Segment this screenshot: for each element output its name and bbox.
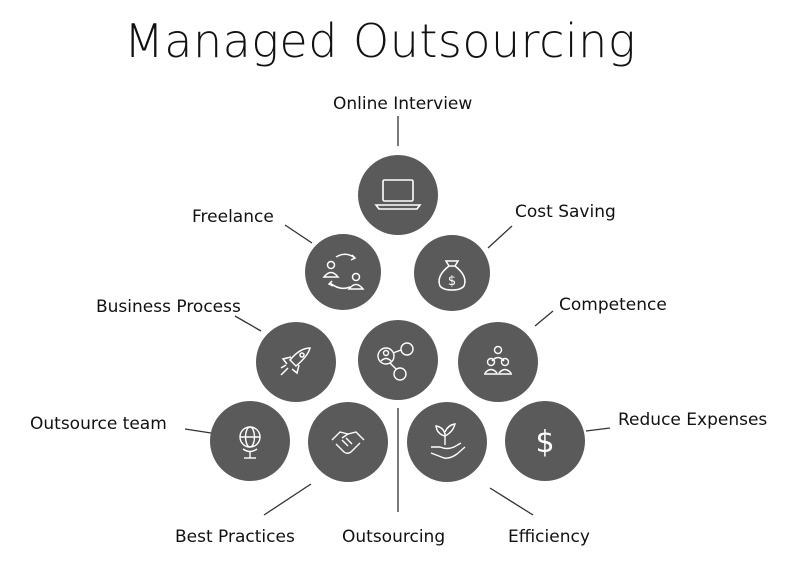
exchange-people-icon xyxy=(322,253,365,290)
label-cost-saving: Cost Saving xyxy=(515,202,616,222)
label-outsource-team: Outsource team xyxy=(30,414,167,434)
node-freelance xyxy=(305,234,381,310)
svg-text:$: $ xyxy=(535,425,554,460)
handshake-icon xyxy=(331,431,365,454)
label-freelance: Freelance xyxy=(192,207,274,227)
node-outsource-team xyxy=(210,401,290,481)
node-outsourcing-hub xyxy=(358,320,438,400)
label-competence: Competence xyxy=(559,295,667,315)
dollar-icon: $ xyxy=(535,425,554,460)
label-online-interview: Online Interview xyxy=(333,94,473,114)
connector-lines xyxy=(184,116,611,516)
node-best-practices xyxy=(308,402,388,482)
node-efficiency xyxy=(407,402,487,482)
globe-icon xyxy=(239,426,261,459)
node-online-interview xyxy=(358,155,438,235)
node-cost-saving: $ xyxy=(414,235,490,311)
money-bag-icon: $ xyxy=(438,260,466,291)
plant-hand-icon xyxy=(430,423,466,459)
label-efficiency: Efficiency xyxy=(508,527,590,547)
label-best-practices: Best Practices xyxy=(175,527,295,547)
node-business-process xyxy=(256,322,336,402)
label-outsourcing: Outsourcing xyxy=(342,527,446,547)
node-reduce-expenses: $ xyxy=(505,401,585,481)
svg-text:$: $ xyxy=(448,274,456,289)
label-business-process: Business Process xyxy=(96,297,241,317)
node-competence xyxy=(458,322,538,402)
team-icon xyxy=(484,345,512,375)
label-reduce-expenses: Reduce Expenses xyxy=(618,410,768,430)
rocket-icon xyxy=(280,347,311,376)
diagram-title: Managed Outsourcing xyxy=(124,14,636,68)
network-people-icon xyxy=(377,342,414,381)
laptop-icon xyxy=(374,179,422,210)
